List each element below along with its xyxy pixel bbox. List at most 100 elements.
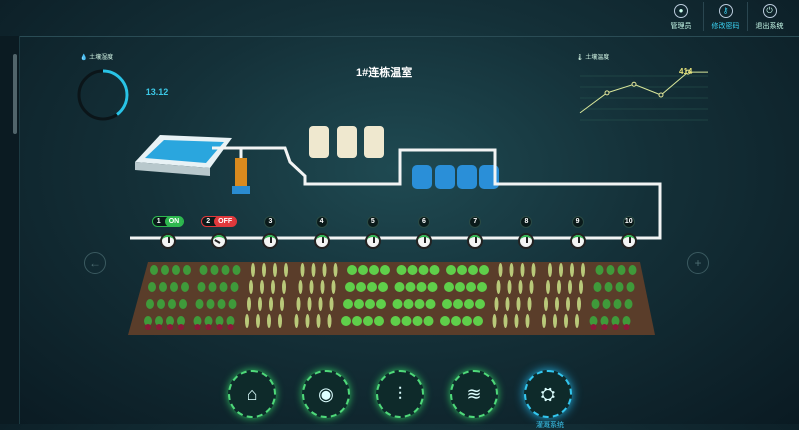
- grass-plant: [280, 297, 284, 311]
- valve-9[interactable]: 9: [548, 210, 608, 260]
- beet-plant: [606, 265, 615, 275]
- lettuce-plant: [440, 316, 450, 326]
- lettuce-plant: [455, 282, 465, 292]
- temperature-label-text: 土壤温度: [585, 55, 610, 61]
- grass-plant: [271, 280, 275, 294]
- lettuce-plant: [367, 282, 377, 292]
- grass-plant: [577, 297, 581, 311]
- beet-plant: [183, 265, 191, 275]
- page-title: 1#连栋温室: [356, 67, 413, 79]
- grass-plant: [518, 280, 523, 294]
- menu-button-sliders[interactable]: ⫶: [376, 370, 424, 418]
- change-password-button[interactable]: ⚷修改密码: [703, 2, 747, 31]
- menu-button-camera[interactable]: ◉: [302, 370, 350, 418]
- beet-plant: [193, 316, 202, 326]
- lettuce-plant: [347, 265, 357, 275]
- grass-plant: [568, 280, 572, 294]
- beet-plant: [172, 265, 180, 275]
- grass-plant: [298, 280, 303, 294]
- pressure-gauge-icon: [518, 233, 535, 249]
- change-password-label: 修改密码: [711, 23, 740, 30]
- pressure-gauge-icon: [160, 233, 176, 249]
- valve-7[interactable]: 7: [445, 210, 505, 260]
- beet-root: [178, 324, 184, 330]
- scrollbar-thumb[interactable]: [13, 54, 17, 134]
- grass-plant: [564, 314, 568, 328]
- grass-plant: [251, 263, 255, 277]
- lettuce-plant: [444, 282, 454, 292]
- lettuce-plant: [442, 299, 452, 309]
- grass-plant: [262, 263, 266, 277]
- valve-4[interactable]: 4: [292, 210, 352, 260]
- next-arrow-button[interactable]: +: [687, 252, 709, 274]
- grass-plant: [318, 297, 323, 311]
- bottom-menu: ⌂ ◉ ⫶ ≋ ⛭灌溉系统: [228, 370, 572, 429]
- beet-plant: [197, 282, 206, 292]
- lettuce-plant: [418, 265, 429, 275]
- grass-plant: [333, 263, 338, 277]
- beet-plant: [221, 265, 230, 275]
- grass-plant: [548, 263, 552, 277]
- temperature-point: [658, 92, 664, 98]
- valve-icon: ⛭: [540, 383, 556, 404]
- prev-arrow-button[interactable]: ←: [84, 252, 106, 274]
- pressure-gauge-icon: [416, 233, 432, 249]
- grass-plant: [278, 314, 282, 328]
- grass-plant: [329, 297, 334, 311]
- temperature-line: [579, 71, 708, 114]
- beet-plant: [177, 316, 185, 326]
- grass-plant: [320, 280, 325, 294]
- menu-button-greenhouse[interactable]: ⌂: [228, 370, 276, 418]
- beet-plant: [615, 282, 624, 292]
- left-scrollbar[interactable]: [0, 36, 20, 424]
- temperature-point: [604, 90, 610, 96]
- temperature-chart: 414: [579, 67, 708, 121]
- lettuce-plant: [473, 316, 483, 326]
- valve-5[interactable]: 5: [343, 210, 403, 260]
- grass-plant: [256, 314, 260, 328]
- grass-plant: [575, 314, 579, 328]
- valve-3[interactable]: 3: [240, 210, 300, 260]
- beet-plant: [626, 282, 635, 292]
- pipes: [130, 146, 662, 240]
- pressure-gauge-icon: [467, 233, 484, 249]
- lettuce-plant: [352, 316, 362, 326]
- fertilizer-tanks: [309, 126, 384, 158]
- beet-plant: [230, 282, 239, 292]
- beet-plant: [204, 316, 213, 326]
- thermometer-icon: 🌡: [576, 55, 584, 61]
- valve-number: 2: [206, 218, 211, 225]
- wireless-icon: ≋: [466, 383, 482, 404]
- beet-plant: [617, 265, 626, 275]
- temperature-label: 🌡 土壤温度: [576, 52, 609, 61]
- sliders-icon: ⫶: [397, 383, 403, 404]
- beet-plant: [206, 299, 215, 309]
- grass-plant: [516, 297, 521, 311]
- menu-button-valve[interactable]: ⛭灌溉系统: [524, 370, 572, 429]
- valve-10[interactable]: 10: [599, 210, 659, 260]
- valve-number: 7: [469, 216, 482, 228]
- beet-plant: [195, 299, 204, 309]
- grass-plant: [282, 280, 286, 294]
- lettuce-plant: [464, 299, 474, 309]
- beet-plant: [624, 299, 633, 309]
- beet-plant: [611, 316, 620, 326]
- grass-plant: [557, 280, 561, 294]
- beet-root: [623, 324, 630, 330]
- beet-plant: [613, 299, 622, 309]
- menu-button-wireless[interactable]: ≋: [450, 370, 498, 418]
- valve-6[interactable]: 6: [394, 210, 454, 260]
- humidity-label-text: 土壤湿度: [89, 55, 114, 61]
- beet-plant: [226, 316, 235, 326]
- grass-plant: [327, 314, 332, 328]
- temperature-point: [685, 69, 691, 75]
- logout-button[interactable]: ⏻退出系统: [747, 2, 791, 31]
- lettuce-plant: [479, 265, 489, 275]
- valve-8[interactable]: 8: [496, 210, 556, 260]
- admin-button[interactable]: ●管理员: [659, 2, 703, 31]
